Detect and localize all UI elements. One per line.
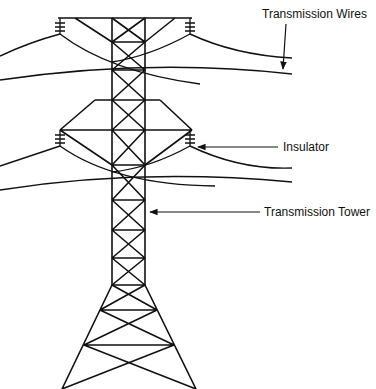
insulators [55, 18, 195, 146]
part-label: Insulator [283, 140, 329, 154]
wire [0, 67, 292, 80]
insulator-symbol [55, 18, 65, 34]
insulator-symbol [185, 130, 195, 146]
insulator-symbol [185, 18, 195, 34]
wires [0, 34, 292, 190]
wire [112, 34, 190, 62]
wire [0, 177, 292, 190]
wire [112, 146, 190, 172]
leader-arrow [283, 24, 286, 69]
part-label: Transmission Tower [264, 205, 370, 219]
leader-arrow [150, 211, 260, 212]
wire [190, 34, 292, 58]
leader-arrow [198, 146, 278, 147]
leader-lines [150, 24, 286, 212]
tower-legs [62, 285, 196, 389]
wire [0, 146, 60, 166]
wire [60, 34, 200, 84]
insulator-symbol [55, 130, 65, 146]
top-crossarm [58, 18, 192, 42]
tower-structure [58, 18, 196, 389]
wire [190, 146, 292, 168]
wire [0, 34, 60, 56]
part-label: Transmission Wires [262, 7, 367, 21]
